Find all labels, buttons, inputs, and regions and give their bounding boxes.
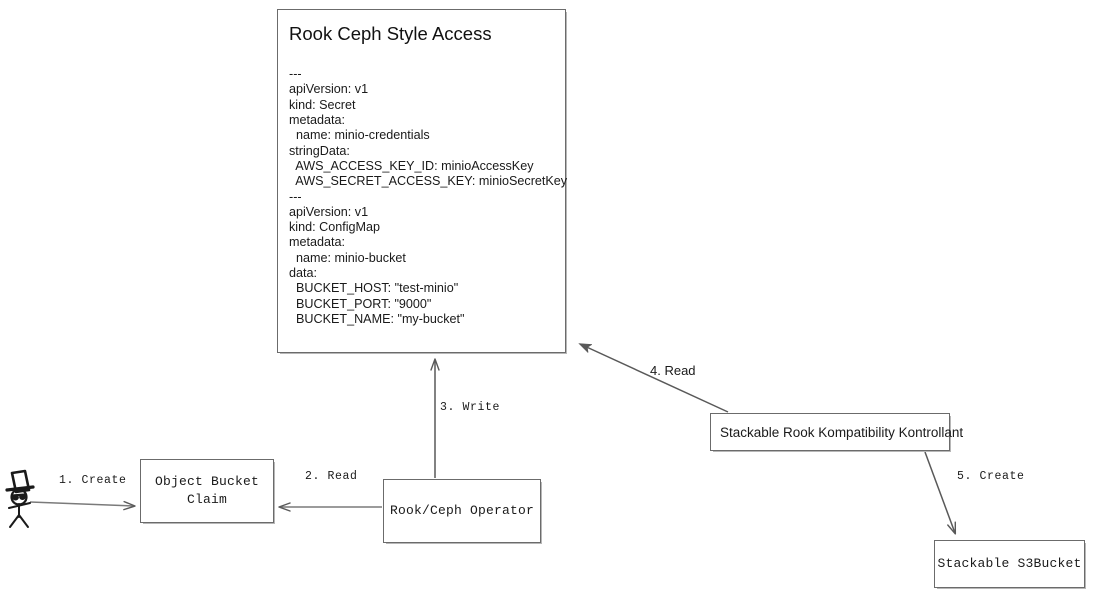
- object-bucket-claim-label: Object Bucket Claim: [154, 474, 260, 507]
- srkk-label: Stackable Rook Kompatibility Kontrollant: [720, 424, 964, 440]
- stackable-s3bucket-label: Stackable S3Bucket: [937, 556, 1082, 572]
- edge-label-4-read: 4. Read: [650, 363, 696, 378]
- node-rook-ceph-style-access[interactable]: Rook Ceph Style Access --- apiVersion: v…: [277, 9, 568, 353]
- node-stackable-rook-kompatibility-kontrollant[interactable]: Stackable Rook Kompatibility Kontrollant: [710, 413, 964, 451]
- edge-label-5-create: 5. Create: [957, 470, 1025, 483]
- rook-ceph-operator-label: Rook/Ceph Operator: [389, 503, 535, 519]
- edge-1-create: [29, 500, 136, 511]
- user-stick-figure: [5, 469, 35, 528]
- edge-label-2-read: 2. Read: [305, 470, 358, 483]
- edge-4-read: [580, 344, 729, 413]
- edge-5-create: [924, 451, 957, 535]
- edge-label-1-create: 1. Create: [59, 474, 127, 487]
- yaml-box-content: --- apiVersion: v1 kind: Secret metadata…: [289, 67, 568, 326]
- edge-label-3-write: 3. Write: [440, 401, 501, 414]
- node-stackable-s3bucket[interactable]: Stackable S3Bucket: [934, 540, 1085, 588]
- node-rook-ceph-operator[interactable]: Rook/Ceph Operator: [383, 479, 541, 543]
- yaml-box-title: Rook Ceph Style Access: [289, 23, 492, 44]
- node-object-bucket-claim[interactable]: Object Bucket Claim: [140, 459, 274, 523]
